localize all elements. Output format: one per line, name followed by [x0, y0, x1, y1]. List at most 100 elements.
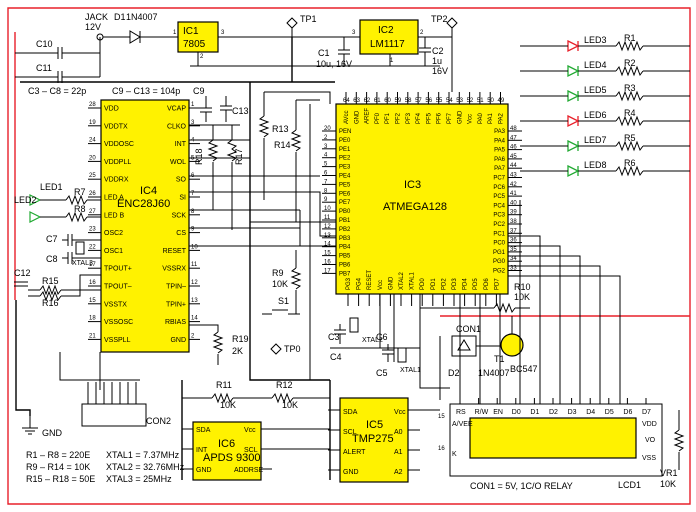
ic4-pin-num: 16: [89, 280, 96, 286]
r9-resistor: [290, 267, 302, 290]
ic3-pin-label: PD4: [463, 278, 469, 290]
ic4-pin-num: 24: [89, 138, 96, 144]
ic3-pin-num: 57: [415, 98, 422, 104]
ic3-pin-num: 62: [364, 98, 371, 104]
ic3-pin-label: PA6: [494, 157, 506, 163]
c9-capacitor: [200, 96, 212, 122]
ic3-pin-label: PD0: [420, 278, 426, 290]
ic3-pin-num: 11: [324, 215, 331, 221]
r15-label: R15: [42, 276, 59, 286]
r12-value: 10K: [282, 400, 298, 410]
ic3-pin-num: 7: [324, 179, 328, 185]
led-diode: [567, 39, 580, 53]
r11-label: R11: [216, 380, 232, 390]
lcd-pin-label: EN: [493, 409, 503, 416]
ic3-pin-label: PG0: [493, 259, 506, 265]
note-xtal1: XTAL1 = 7.37MHz: [106, 450, 180, 460]
ic4-pin-label: OSC1: [104, 248, 123, 255]
note-r9-r14: R9 – R14 = 10K: [26, 462, 90, 472]
ic4-pin-label: VCAP: [167, 106, 186, 113]
d2-label: D2: [448, 368, 460, 378]
ic3-pin-num: 34: [510, 256, 517, 262]
lcd-pin-label: D6: [623, 409, 632, 416]
ic3-pin-num: 58: [405, 98, 412, 104]
ic5-pin-vcc: Vcc: [394, 409, 406, 416]
ic3-pin-num: 3: [324, 144, 328, 150]
ic3-pin-label: PC5: [493, 194, 505, 200]
r18-label: R18: [194, 148, 204, 165]
ic4-pin-label: VSSRX: [162, 266, 186, 273]
r14-label: R14: [274, 140, 291, 150]
ic3-pin-label: AVcc: [344, 110, 350, 124]
ic3-pin-label: PB0: [339, 209, 351, 215]
d1-label: D1: [114, 12, 126, 22]
ic4-pin-num: 11: [191, 262, 198, 268]
led-diode: [567, 89, 580, 103]
s1-label: S1: [278, 296, 289, 306]
r10-label: R10: [514, 282, 531, 292]
led-label: LED4: [584, 60, 607, 70]
led2-diode: [29, 211, 42, 223]
ic3-pin-label: PE7: [339, 200, 351, 206]
c11-label: C11: [36, 63, 52, 73]
ic6-pin-int: INT: [196, 447, 208, 454]
c4-label: C4: [330, 352, 342, 362]
ic3-pin-label: PE5: [339, 182, 351, 188]
ic4-pin-label: VSSPLL: [104, 337, 131, 344]
r8-resistor: [65, 211, 88, 223]
ic3-pin-label: PF2: [396, 112, 402, 124]
ic3-pin-label: PC7: [493, 176, 505, 182]
ic3-pin-label: PB4: [339, 245, 351, 251]
lcd1-label: LCD1: [618, 480, 641, 490]
d2-part: 1N4007: [478, 368, 510, 378]
r15-resistor: [39, 284, 62, 296]
svg-text:2: 2: [420, 30, 424, 36]
ic4-enc28j60: IC4 ENC28J60 28VDD19VDDTX24VDDOSC20VDDPL…: [88, 99, 200, 353]
led-label: LED7: [584, 135, 607, 145]
ic4-pin-num: 12: [191, 280, 198, 286]
ic3-pin-label: XTAL1: [410, 271, 416, 290]
ic3-pin-num: 61: [374, 98, 381, 104]
led-resistor: [615, 115, 644, 127]
ic6-part: APDS 9300: [203, 452, 260, 464]
ic4-pin-num: 20: [89, 155, 96, 161]
ic3-pin-num: 6: [324, 171, 328, 177]
r9-label: R9: [272, 268, 284, 278]
note-xtal3: XTAL3 = 25MHz: [106, 474, 172, 484]
lcd-pin-label: D2: [549, 409, 558, 416]
ic4-pin-label: GND: [170, 337, 186, 344]
ic3-pin-num: 48: [510, 126, 517, 132]
ic3-pin-num: 40: [510, 200, 517, 206]
svg-text:1: 1: [390, 58, 394, 64]
tp0-marker: [270, 343, 282, 355]
ic3-pin-num: 14: [324, 242, 331, 248]
ic3-pin-label: PB2: [339, 227, 351, 233]
c13-label: C13: [232, 106, 249, 116]
r11-resistor: [211, 392, 234, 404]
ic3-pin-label: Vcc: [468, 114, 474, 124]
led-diode: [567, 114, 580, 128]
c11-capacitor: [15, 71, 100, 83]
ic4-pin-num: 25: [89, 173, 96, 179]
gnd-symbol: [22, 416, 38, 435]
lcd-pin-vdd: VDD: [642, 421, 657, 428]
vr1-value: 10K: [660, 479, 676, 489]
led2-label: LED2: [14, 195, 37, 205]
ic3-pin-label: PD3: [452, 278, 458, 290]
lcd-pin-label: R/W: [475, 409, 489, 416]
d2-diode: [457, 339, 471, 351]
ic3-pin-label: PE0: [339, 138, 351, 144]
ic4-pin-label: TPIN–: [166, 284, 186, 291]
c8-label: C8: [46, 254, 58, 264]
ic5-pin-gnd: GND: [343, 469, 359, 476]
ic6-pin-gnd: GND: [196, 467, 212, 474]
ic3-pin-label: PB6: [339, 263, 351, 269]
ic4-body: [100, 99, 190, 353]
ic4-pin-label: TPOUT–: [104, 284, 132, 291]
lcd-pin-avee: A/VEE: [452, 421, 473, 428]
r19-label: R19: [232, 334, 249, 344]
bus-wires: [181, 82, 621, 480]
ic4-pin-label: VDD: [104, 106, 119, 113]
ic3-pin-label: PA2: [499, 112, 505, 124]
